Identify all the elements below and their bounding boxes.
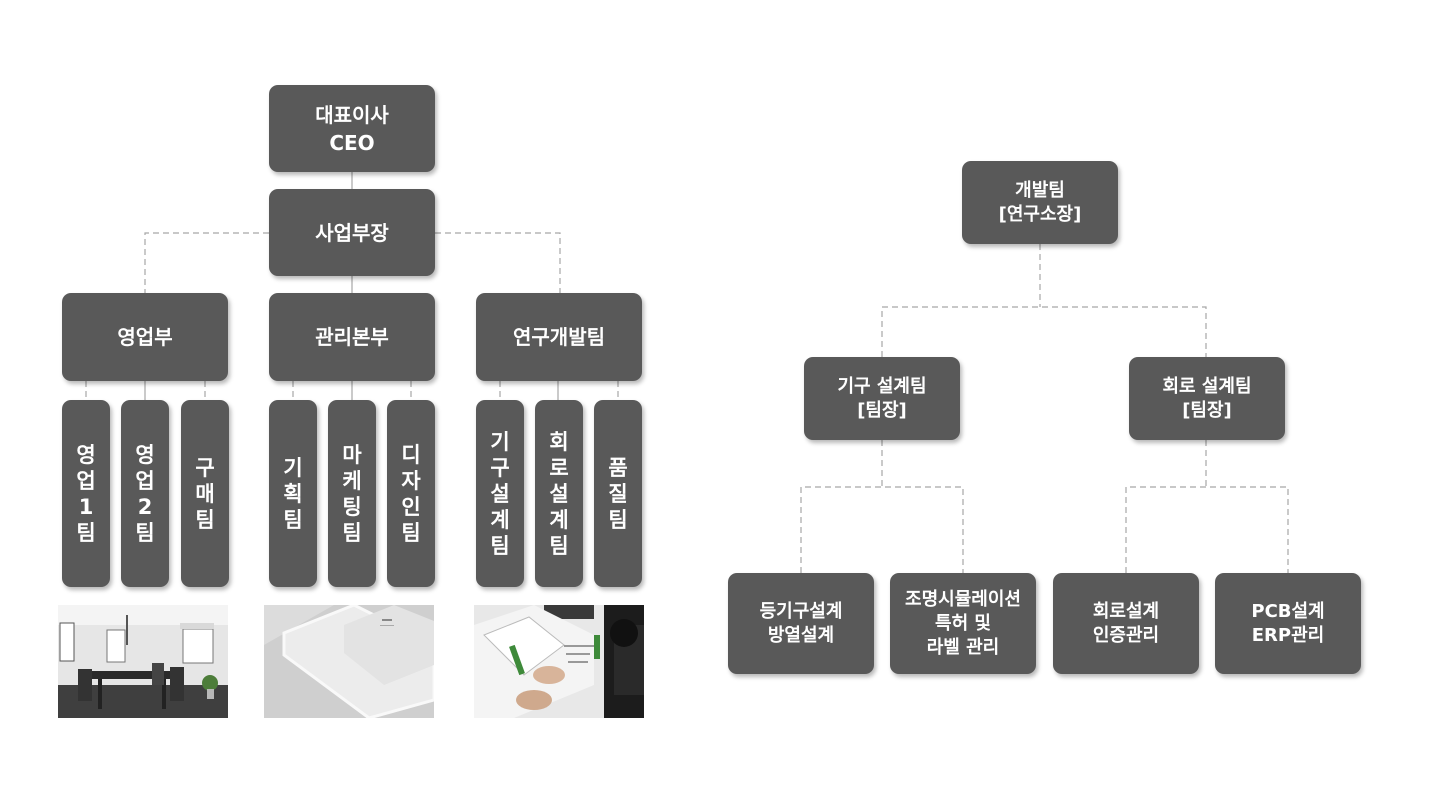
vertical-char: 획 xyxy=(283,481,303,506)
ceo-box: 대표이사 CEO xyxy=(269,85,435,172)
circuit-team-role: [팀장] xyxy=(1182,399,1232,421)
vertical-char: 영 xyxy=(135,442,155,467)
dev-team-box: 개발팀 [연구소장] xyxy=(962,161,1118,244)
vertical-char: 업 xyxy=(76,468,96,493)
task-circ1-line1: 회로설계 xyxy=(1092,600,1160,622)
vertical-char: 팀 xyxy=(283,507,303,532)
vertical-char: 마 xyxy=(342,442,362,467)
vertical-char: 팀 xyxy=(76,520,96,545)
task-circ2-line2: ERP관리 xyxy=(1251,624,1325,646)
vertical-char: 질 xyxy=(608,481,628,506)
division-admin: 관리본부 xyxy=(269,293,435,381)
vertical-char: 팀 xyxy=(195,507,215,532)
vertical-char: 매 xyxy=(195,481,215,506)
vertical-char: 인 xyxy=(401,494,421,519)
vertical-char: 팀 xyxy=(608,507,628,532)
vertical-char: 로 xyxy=(549,455,569,480)
vertical-char: 디 xyxy=(401,442,421,467)
vertical-char: 구 xyxy=(195,455,215,480)
task-mech1: 등기구설계 방열설계 xyxy=(728,573,874,674)
task-mech1-line1: 등기구설계 xyxy=(759,600,843,622)
mech-team-box: 기구 설계팀 [팀장] xyxy=(804,357,960,440)
task-circ1-line2: 인증관리 xyxy=(1092,624,1160,646)
vertical-char: 팅 xyxy=(342,494,362,519)
vertical-char: 계 xyxy=(549,507,569,532)
paper-photo xyxy=(264,605,434,718)
vertical-char: 업 xyxy=(135,468,155,493)
vertical-char: 영 xyxy=(76,442,96,467)
vertical-char: 케 xyxy=(342,468,362,493)
dev-team-title: 개발팀 xyxy=(1015,179,1065,201)
vertical-char: 기 xyxy=(283,455,303,480)
circuit-team-box: 회로 설계팀 [팀장] xyxy=(1129,357,1285,440)
ceo-title-ko: 대표이사 xyxy=(315,102,389,127)
vertical-char: 계 xyxy=(490,507,510,532)
division-rnd-label: 연구개발팀 xyxy=(513,325,605,349)
task-mech2: 조명시뮬레이션 특허 및 라벨 관리 xyxy=(890,573,1036,674)
vertical-char: 구 xyxy=(490,455,510,480)
task-mech2-line2: 특허 및 xyxy=(935,612,991,634)
division-rnd: 연구개발팀 xyxy=(476,293,642,381)
dev-team-role: [연구소장] xyxy=(998,203,1082,225)
office-photo xyxy=(58,605,228,718)
task-mech2-line3: 라벨 관리 xyxy=(926,636,1000,658)
circuit-team-title: 회로 설계팀 xyxy=(1162,375,1252,397)
gm-box: 사업부장 xyxy=(269,189,435,276)
vertical-char: 회 xyxy=(549,429,569,454)
vertical-char: 기 xyxy=(490,429,510,454)
mech-team-title: 기구 설계팀 xyxy=(837,375,927,397)
vertical-char: 팀 xyxy=(401,520,421,545)
division-sales-label: 영업부 xyxy=(117,325,173,349)
ceo-title-en: CEO xyxy=(329,130,375,155)
task-circ2: PCB설계 ERP관리 xyxy=(1215,573,1361,674)
task-mech1-line2: 방열설계 xyxy=(767,624,835,646)
vertical-char: 자 xyxy=(401,468,421,493)
gm-title: 사업부장 xyxy=(315,220,389,245)
division-admin-label: 관리본부 xyxy=(315,325,389,349)
task-circ1: 회로설계 인증관리 xyxy=(1053,573,1199,674)
vertical-char: 팀 xyxy=(135,520,155,545)
vertical-char: 설 xyxy=(549,481,569,506)
task-mech2-line1: 조명시뮬레이션 xyxy=(905,588,1021,610)
vertical-char: 2 xyxy=(137,494,153,519)
vertical-char: 팀 xyxy=(342,520,362,545)
task-circ2-line1: PCB설계 xyxy=(1251,600,1325,622)
division-sales: 영업부 xyxy=(62,293,228,381)
vertical-char: 1 xyxy=(78,494,94,519)
meeting-photo xyxy=(474,605,644,718)
vertical-char: 팀 xyxy=(549,533,569,558)
vertical-char: 설 xyxy=(490,481,510,506)
vertical-char: 팀 xyxy=(490,533,510,558)
mech-team-role: [팀장] xyxy=(857,399,907,421)
vertical-char: 품 xyxy=(608,455,628,480)
